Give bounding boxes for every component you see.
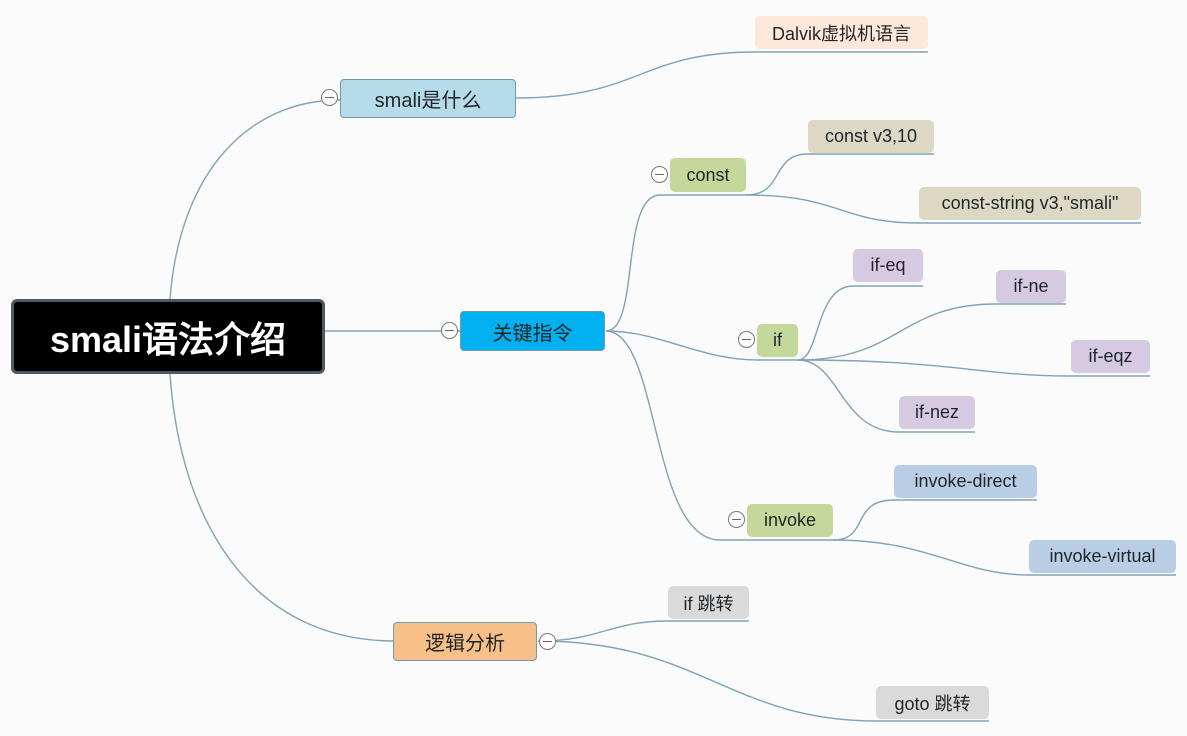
- connector-root-logic: [169, 373, 394, 642]
- connector-invoke-direct: [832, 499, 1037, 541]
- collapse-invoke-icon[interactable]: [728, 511, 745, 528]
- connector-const-c2: [745, 194, 1141, 224]
- leaf-if-nez[interactable]: if-nez: [899, 396, 975, 429]
- connector-root-what: [169, 99, 341, 300]
- subtopic-invoke[interactable]: invoke: [747, 504, 833, 537]
- collapse-instructions-icon[interactable]: [441, 322, 458, 339]
- collapse-if-icon[interactable]: [738, 331, 755, 348]
- leaf-if-ne[interactable]: if-ne: [996, 270, 1066, 303]
- leaf-if-eqz[interactable]: if-eqz: [1071, 340, 1150, 373]
- collapse-what-icon[interactable]: [321, 89, 338, 106]
- leaf-const-v3-10[interactable]: const v3,10: [808, 120, 934, 153]
- leaf-const-string[interactable]: const-string v3,"smali": [919, 187, 1141, 220]
- connector-const-c1: [745, 153, 934, 196]
- collapse-logic-icon[interactable]: [539, 633, 556, 650]
- root-topic[interactable]: smali语法介绍: [11, 299, 325, 374]
- topic-what-is-smali[interactable]: smali是什么: [340, 79, 516, 118]
- leaf-invoke-virtual[interactable]: invoke-virtual: [1029, 540, 1176, 573]
- connector-if-nez: [797, 359, 975, 433]
- topic-key-instructions[interactable]: 关键指令: [460, 311, 605, 351]
- connector-instructions-if: [605, 330, 798, 361]
- leaf-goto-jump[interactable]: goto 跳转: [876, 686, 989, 719]
- connector-if-eq: [797, 285, 923, 361]
- subtopic-if[interactable]: if: [757, 324, 798, 357]
- connector-if-ne: [797, 303, 1066, 361]
- connector-logic-goto: [537, 640, 989, 722]
- connector-instructions-invoke: [605, 330, 833, 541]
- connector-logic-if: [537, 620, 749, 642]
- leaf-invoke-direct[interactable]: invoke-direct: [894, 465, 1037, 498]
- subtopic-const[interactable]: const: [670, 158, 746, 192]
- connector-if-eqz: [797, 359, 1150, 377]
- leaf-if-eq[interactable]: if-eq: [853, 249, 923, 282]
- collapse-const-icon[interactable]: [651, 166, 668, 183]
- leaf-dalvik[interactable]: Dalvik虚拟机语言: [755, 16, 928, 49]
- connector-invoke-virtual: [832, 539, 1176, 576]
- topic-logic-analysis[interactable]: 逻辑分析: [393, 622, 537, 661]
- connector-instructions-const: [605, 194, 746, 332]
- leaf-if-jump[interactable]: if 跳转: [668, 586, 749, 619]
- connector-what-dalvik: [515, 51, 928, 99]
